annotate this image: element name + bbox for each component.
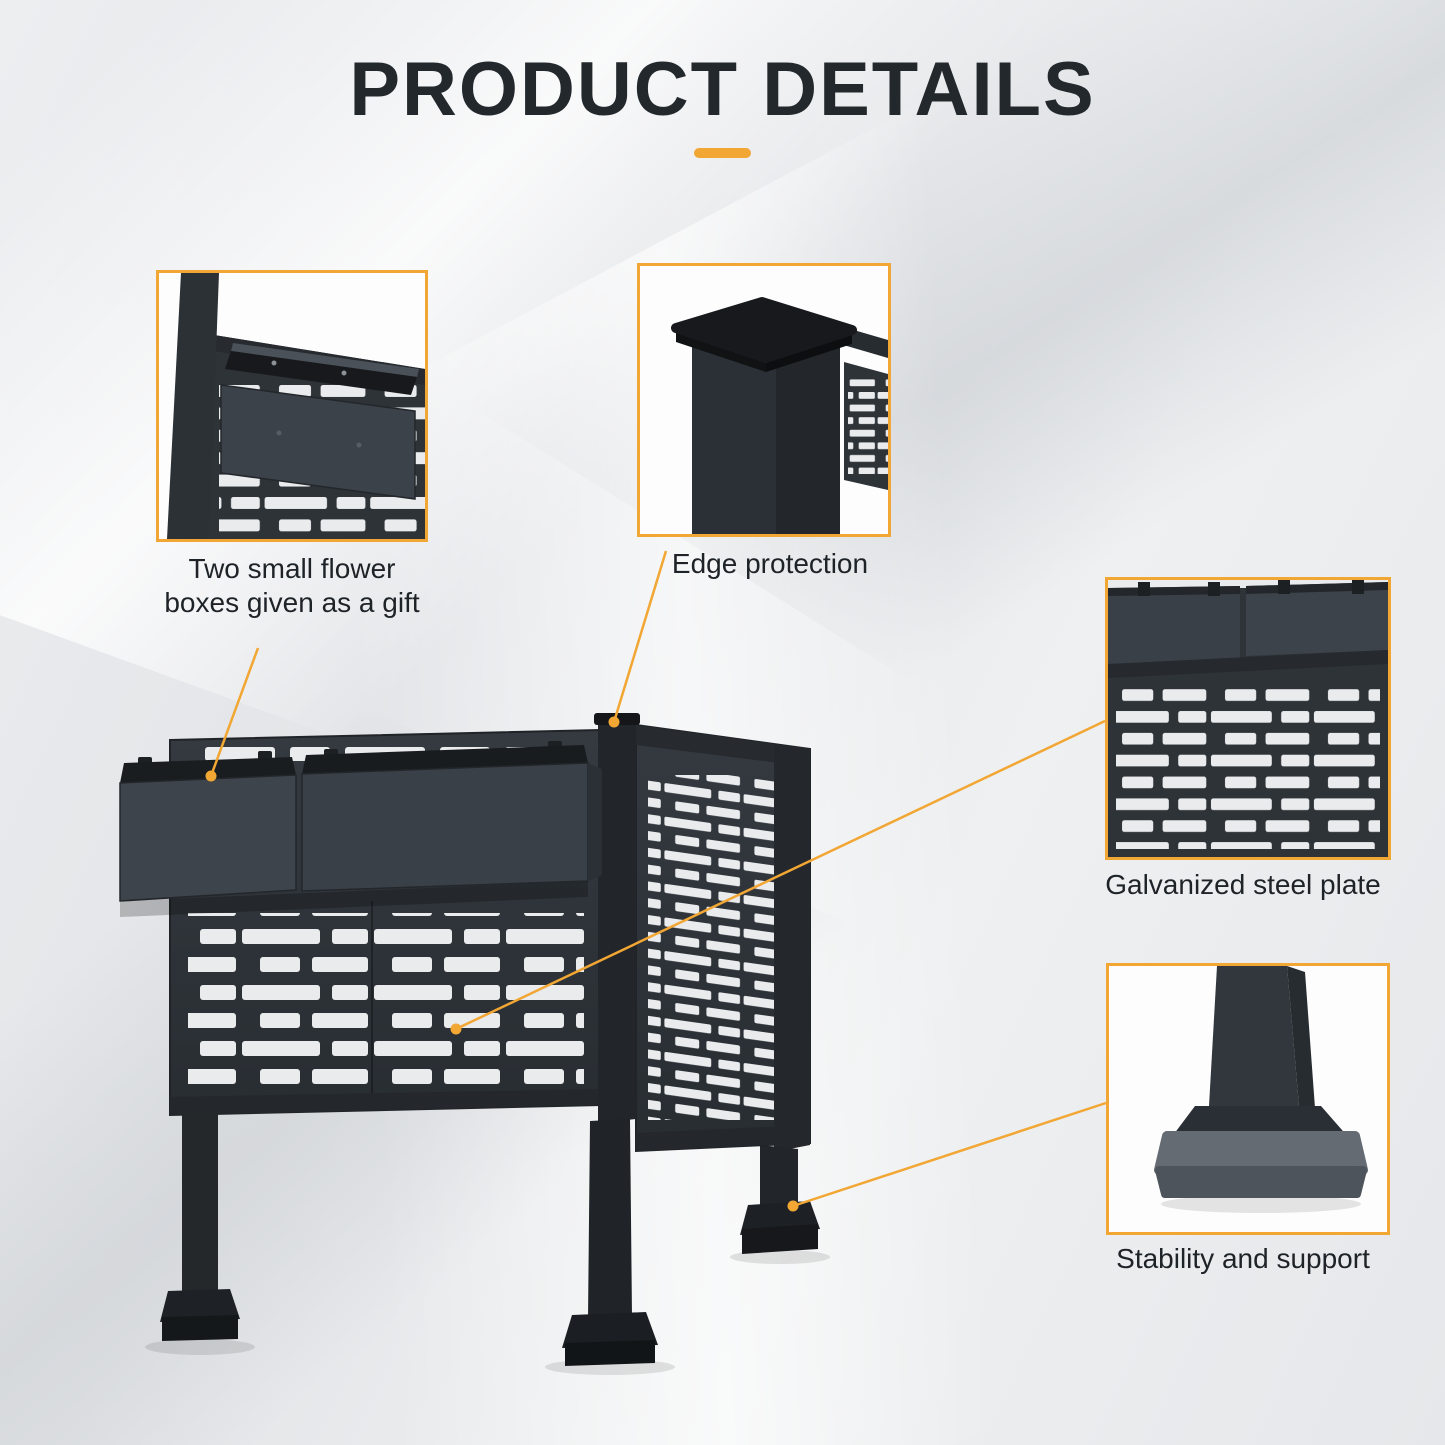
caption-line: boxes given as a gift <box>164 587 420 618</box>
front-right-leg <box>562 1119 658 1366</box>
callout-flower-boxes-image <box>167 273 425 539</box>
front-panel-slots <box>188 913 584 1087</box>
side-panel <box>635 723 811 1153</box>
foot <box>1154 1106 1368 1198</box>
page-title: PRODUCT DETAILS <box>349 47 1096 132</box>
callout-steel-plate-caption: Galvanized steel plate <box>1105 869 1381 900</box>
open-flower-box <box>220 343 419 500</box>
product-illustration <box>119 713 830 1375</box>
edge-cap <box>671 297 857 372</box>
callout-edge-protection-image <box>671 297 888 534</box>
plate-slots <box>1116 684 1380 849</box>
flower-box-right <box>301 745 602 892</box>
back-right-leg <box>740 1145 820 1254</box>
front-left-leg <box>160 1112 240 1341</box>
caption-line: Two small flower <box>188 553 396 584</box>
callout-stability-caption: Stability and support <box>1116 1243 1370 1274</box>
frame-post <box>167 273 219 539</box>
corner-post-cap <box>594 713 640 725</box>
callout-edge-protection-caption: Edge protection <box>671 548 869 579</box>
callout-steel-plate <box>1105 577 1391 860</box>
callout-flower-boxes <box>156 270 428 542</box>
callout-flower-boxes-caption: Two small flower boxes given as a gift <box>122 552 462 620</box>
flower-box-backs <box>1108 580 1388 664</box>
back-post <box>774 745 810 1152</box>
post <box>692 324 840 534</box>
ground-shadows <box>145 1250 830 1375</box>
panel <box>844 362 888 490</box>
title-accent-dash <box>694 148 751 158</box>
flower-box-left <box>119 757 297 902</box>
leg <box>1209 966 1315 1108</box>
callout-edge-protection <box>637 263 891 537</box>
callout-stability-image <box>1154 966 1368 1213</box>
callout-steel-plate-image <box>1108 580 1388 857</box>
callout-stability <box>1106 963 1390 1235</box>
